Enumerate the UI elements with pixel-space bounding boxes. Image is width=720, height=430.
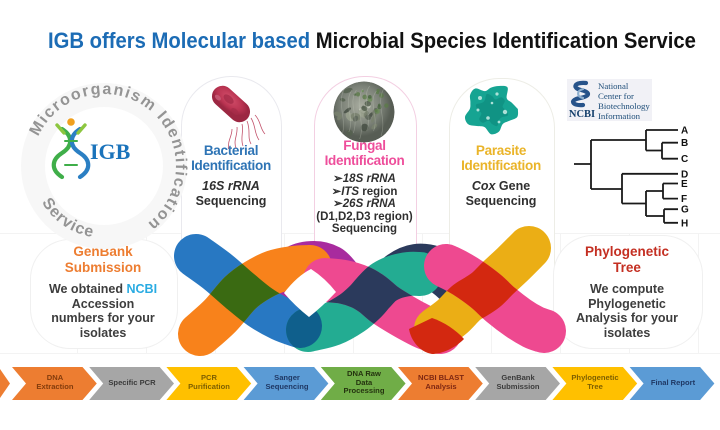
svg-text:E: E bbox=[681, 179, 688, 190]
svg-text:IGB: IGB bbox=[90, 139, 131, 164]
svg-text:G: G bbox=[681, 205, 689, 216]
svg-text:B: B bbox=[681, 138, 688, 149]
svg-text:A: A bbox=[681, 126, 688, 137]
svg-text:H: H bbox=[681, 218, 688, 229]
svg-text:D: D bbox=[681, 169, 688, 180]
svg-text:C: C bbox=[681, 154, 688, 165]
svg-text:F: F bbox=[681, 194, 687, 205]
